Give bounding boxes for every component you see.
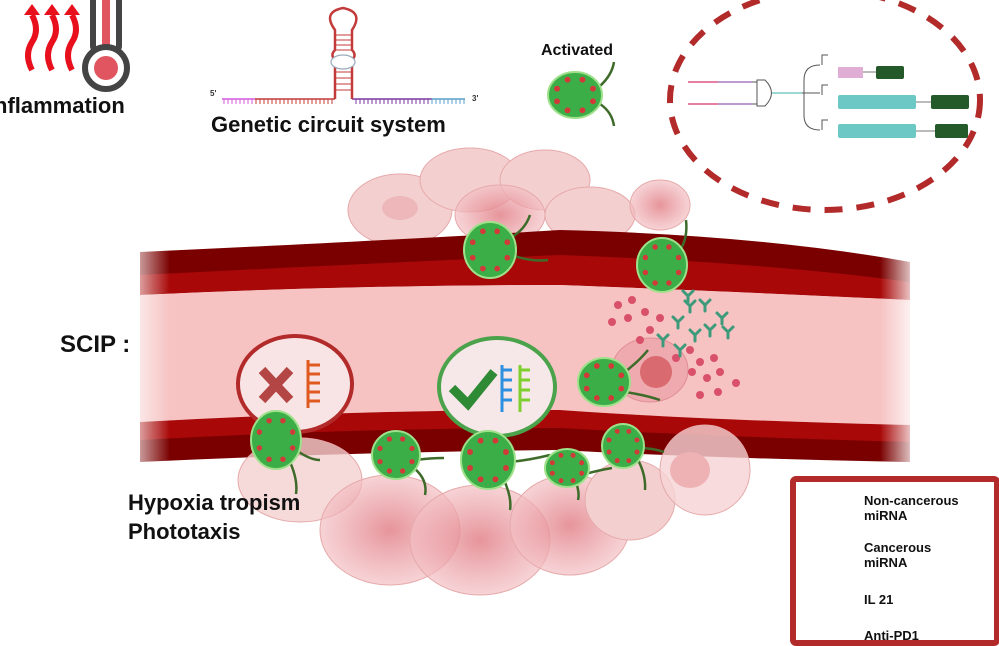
bacterium-icon — [460, 430, 551, 511]
check-mark-icon — [448, 369, 498, 411]
cancerous-mirna-icon — [500, 365, 530, 412]
legend-item-non-cancerous: Non-cancerous miRNA — [864, 493, 959, 523]
legend-box: Non-cancerous miRNA Cancerous miRNA IL 2… — [790, 476, 999, 646]
legend-label: miRNA — [864, 555, 908, 570]
antibody-icon — [681, 289, 695, 304]
heat-waves-icon — [25, 13, 79, 72]
inflammation-icon — [24, 0, 130, 92]
il21-dot — [716, 368, 724, 376]
x-mark-icon — [258, 366, 294, 404]
activated-label: Activated — [541, 42, 614, 59]
il21-cytokines — [608, 296, 740, 399]
hypoxia-label: Hypoxia tropism — [128, 490, 301, 515]
il21-dot — [608, 318, 616, 326]
thermometer-icon — [82, 0, 130, 92]
five-prime-label: 5' — [210, 89, 216, 98]
il21-dot — [696, 391, 704, 399]
non-cancerous-mirna-icon — [306, 360, 320, 408]
lower-tumor-tissue — [237, 424, 751, 596]
legend-item-il21: IL 21 — [864, 592, 894, 607]
il21-dot — [714, 388, 722, 396]
antibody-icon — [673, 343, 687, 358]
bacterium-icon — [636, 219, 688, 293]
il21-dot — [672, 354, 680, 362]
inflammation-label: nflammation — [0, 93, 125, 118]
antibody-icon — [703, 323, 717, 338]
il21-dot — [624, 314, 632, 322]
activated-bacterium-icon — [547, 61, 616, 127]
hypoxia-phototaxis-label: Hypoxia tropism Phototaxis — [128, 488, 300, 546]
il21-dot — [628, 296, 636, 304]
three-prime-label: 3' — [472, 94, 478, 103]
il21-dot — [732, 379, 740, 387]
antibody-icon — [721, 325, 735, 340]
circuit-callout — [667, 0, 983, 213]
bacterium-icon — [371, 430, 445, 496]
antibody-icon — [656, 333, 670, 348]
il21-dot — [641, 308, 649, 316]
il21-dot — [646, 326, 654, 334]
reject-noncancerous-badge — [236, 334, 354, 434]
bacteria-group — [250, 214, 688, 511]
legend-item-cancerous: Cancerous miRNA — [864, 540, 931, 570]
genetic-circuit-label: Genetic circuit system — [211, 112, 446, 137]
anti-pd1-antibodies — [656, 289, 735, 358]
logic-gate-diagram — [688, 54, 828, 131]
phototaxis-label: Phototaxis — [128, 519, 241, 544]
antibody-icon — [698, 298, 712, 313]
cancer-cell — [611, 337, 689, 403]
legend-item-anti-pd1: Anti-PD1 — [864, 628, 919, 643]
antibody-icon — [683, 299, 697, 314]
antibody-icon — [715, 311, 729, 326]
bacterium-icon — [463, 214, 549, 279]
il21-dot — [656, 314, 664, 322]
scip-label: SCIP : — [60, 331, 131, 358]
il21-dot — [688, 368, 696, 376]
bacterium-icon — [601, 423, 665, 491]
legend-label: Non-cancerous — [864, 493, 959, 508]
legend-label: miRNA — [864, 508, 908, 523]
antibody-icon — [688, 328, 702, 343]
il21-dot — [696, 358, 704, 366]
legend-label: Cancerous — [864, 540, 932, 555]
antibody-icon — [671, 315, 685, 330]
il21-dot — [703, 374, 711, 382]
il21-dot — [686, 346, 694, 354]
il21-dot — [636, 336, 644, 344]
bacterium-icon — [544, 448, 613, 501]
bacterium-icon — [577, 349, 661, 407]
bacterium-icon — [547, 61, 616, 127]
accept-cancerous-badge — [437, 336, 557, 438]
il21-dot — [614, 301, 622, 309]
bacterium-icon — [250, 410, 321, 495]
rna-hairpin-icon: 5' 3' — [210, 6, 478, 104]
il21-dot — [710, 354, 718, 362]
